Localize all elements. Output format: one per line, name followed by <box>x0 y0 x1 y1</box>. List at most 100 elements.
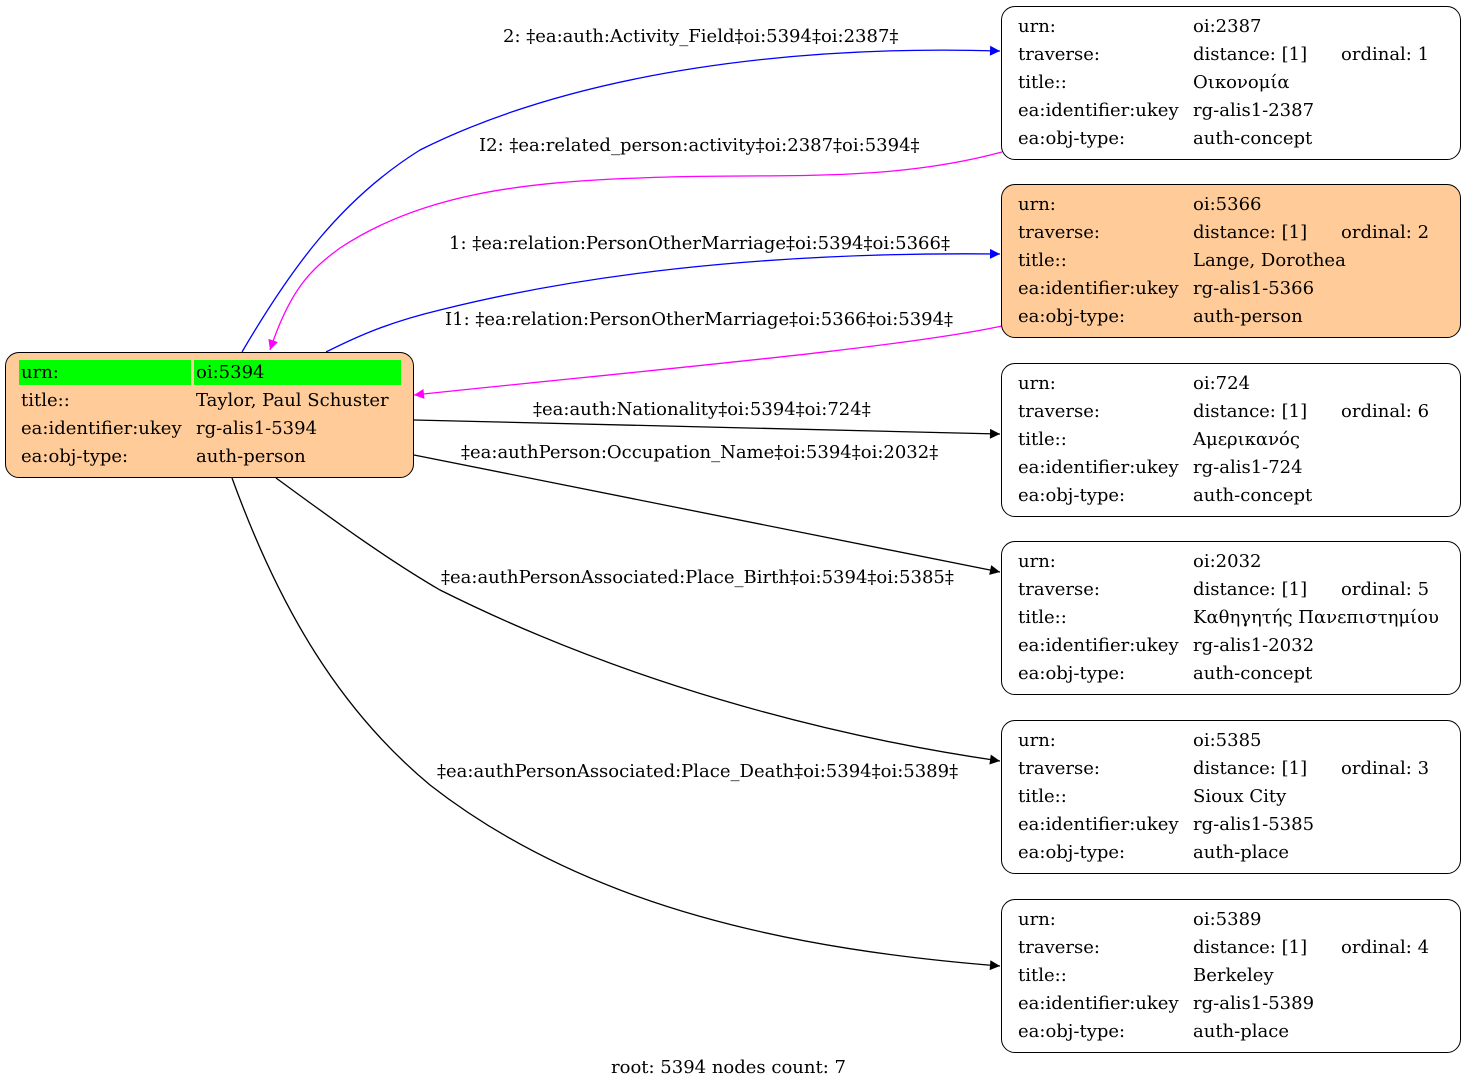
node-key-title: title:: <box>1018 786 1067 807</box>
node-value-distance: distance: [1] <box>1193 579 1308 600</box>
node-oi-5389[interactable]: urn: oi:5389 traverse: distance: [1] ordinal… <box>1001 899 1461 1053</box>
node-key-obj-type: ea:obj-type: <box>1018 842 1126 863</box>
node-value-urn: oi:5366 <box>1193 194 1262 215</box>
node-value-obj-type: auth-concept <box>1193 485 1313 506</box>
node-value-ordinal: ordinal: 3 <box>1341 758 1430 779</box>
root-obj-type-key: ea:obj-type: <box>21 446 129 467</box>
node-key-urn: urn: <box>1018 16 1056 37</box>
edge-activity-field <box>241 45 1001 353</box>
node-value-title: Καθηγητής Πανεπιστημίου <box>1193 607 1439 628</box>
edge-person-other-marriage-inverse <box>413 325 1003 399</box>
node-key-obj-type: ea:obj-type: <box>1018 128 1126 149</box>
node-value-obj-type: auth-place <box>1193 842 1289 863</box>
root-title-key: title:: <box>21 390 70 411</box>
edge-label-occupation-name: ‡ea:authPerson:Occupation_Name‡oi:5394‡o… <box>461 442 939 463</box>
node-value-distance: distance: [1] <box>1193 937 1308 958</box>
root-ukey-key: ea:identifier:ukey <box>21 418 182 439</box>
edge-place-birth <box>275 477 1001 765</box>
node-value-distance: distance: [1] <box>1193 401 1308 422</box>
node-key-urn: urn: <box>1018 373 1056 394</box>
node-value-title: Αμερικανός <box>1193 429 1300 450</box>
node-value-ordinal: ordinal: 2 <box>1341 222 1430 243</box>
edge-related-person-activity <box>268 151 1003 351</box>
node-value-urn: oi:5389 <box>1193 909 1262 930</box>
node-key-urn: urn: <box>1018 194 1056 215</box>
edge-label-person-other-marriage-inverse: I1: ‡ea:relation:PersonOtherMarriage‡oi:… <box>445 309 954 330</box>
root-urn-key: urn: <box>21 362 59 383</box>
node-value-ukey: rg-alis1-5366 <box>1193 278 1315 299</box>
root-urn-value-highlight <box>194 360 401 385</box>
node-value-obj-type: auth-place <box>1193 1021 1289 1042</box>
node-value-urn: oi:2387 <box>1193 16 1262 37</box>
node-key-urn: urn: <box>1018 551 1056 572</box>
node-oi-2387[interactable]: urn: oi:2387 traverse: distance: [1] ordinal… <box>1001 6 1461 160</box>
node-key-ukey: ea:identifier:ukey <box>1018 457 1179 478</box>
node-value-urn: oi:724 <box>1193 373 1251 394</box>
node-key-urn: urn: <box>1018 730 1056 751</box>
node-key-traverse: traverse: <box>1018 401 1100 422</box>
node-key-title: title:: <box>1018 72 1067 93</box>
node-key-ukey: ea:identifier:ukey <box>1018 100 1179 121</box>
root-title-value: Taylor, Paul Schuster <box>196 390 389 411</box>
node-value-ordinal: ordinal: 5 <box>1341 579 1430 600</box>
node-key-title: title:: <box>1018 965 1067 986</box>
node-value-urn: oi:2032 <box>1193 551 1262 572</box>
node-value-distance: distance: [1] <box>1193 44 1308 65</box>
node-value-distance: distance: [1] <box>1193 222 1308 243</box>
node-value-ukey: rg-alis1-5385 <box>1193 814 1315 835</box>
edge-label-person-other-marriage: 1: ‡ea:relation:PersonOtherMarriage‡oi:5… <box>449 233 950 254</box>
node-value-obj-type: auth-concept <box>1193 663 1313 684</box>
edge-person-other-marriage <box>325 248 1001 353</box>
node-value-distance: distance: [1] <box>1193 758 1308 779</box>
node-key-traverse: traverse: <box>1018 579 1100 600</box>
edge-place-death <box>231 477 1001 971</box>
node-value-obj-type: auth-concept <box>1193 128 1313 149</box>
node-value-ukey: rg-alis1-724 <box>1193 457 1303 478</box>
node-value-title: Οικονομία <box>1193 72 1290 93</box>
node-oi-724[interactable]: urn: oi:724 traverse: distance: [1] ordinal:… <box>1001 363 1461 517</box>
node-oi-2032[interactable]: urn: oi:2032 traverse: distance: [1] ordinal… <box>1001 541 1461 695</box>
root-urn-value: oi:5394 <box>196 362 265 383</box>
node-value-ukey: rg-alis1-2032 <box>1193 635 1315 656</box>
node-key-obj-type: ea:obj-type: <box>1018 306 1126 327</box>
node-value-obj-type: auth-person <box>1193 306 1303 327</box>
node-key-obj-type: ea:obj-type: <box>1018 663 1126 684</box>
edge-occupation-name <box>413 454 1001 575</box>
edge-nationality <box>413 419 1001 439</box>
node-value-title: Berkeley <box>1193 965 1274 986</box>
root-obj-type-value: auth-person <box>196 446 306 467</box>
node-key-traverse: traverse: <box>1018 937 1100 958</box>
node-key-obj-type: ea:obj-type: <box>1018 485 1126 506</box>
root-urn-key-highlight <box>19 360 191 385</box>
node-key-ukey: ea:identifier:ukey <box>1018 814 1179 835</box>
node-value-ordinal: ordinal: 6 <box>1341 401 1430 422</box>
node-key-urn: urn: <box>1018 909 1056 930</box>
edge-label-activity-field: 2: ‡ea:auth:Activity_Field‡oi:5394‡oi:23… <box>503 26 899 47</box>
edge-label-place-birth: ‡ea:authPersonAssociated:Place_Birth‡oi:… <box>441 567 954 588</box>
node-key-ukey: ea:identifier:ukey <box>1018 278 1179 299</box>
node-value-ordinal: ordinal: 4 <box>1341 937 1430 958</box>
node-value-title: Lange, Dorothea <box>1193 250 1346 271</box>
node-key-title: title:: <box>1018 250 1067 271</box>
node-value-title: Sioux City <box>1193 786 1287 807</box>
node-key-traverse: traverse: <box>1018 222 1100 243</box>
node-value-ukey: rg-alis1-2387 <box>1193 100 1315 121</box>
node-key-ukey: ea:identifier:ukey <box>1018 993 1179 1014</box>
root-ukey-value: rg-alis1-5394 <box>196 418 318 439</box>
footer-summary: root: 5394 nodes count: 7 <box>611 1057 846 1078</box>
edge-label-related-person-activity: I2: ‡ea:related_person:activity‡oi:2387‡… <box>479 135 920 156</box>
node-value-ukey: rg-alis1-5389 <box>1193 993 1315 1014</box>
node-key-traverse: traverse: <box>1018 758 1100 779</box>
edge-label-place-death: ‡ea:authPersonAssociated:Place_Death‡oi:… <box>437 761 959 782</box>
node-value-ordinal: ordinal: 1 <box>1341 44 1430 65</box>
node-key-ukey: ea:identifier:ukey <box>1018 635 1179 656</box>
node-key-title: title:: <box>1018 607 1067 628</box>
edge-label-nationality: ‡ea:auth:Nationality‡oi:5394‡oi:724‡ <box>533 399 871 420</box>
node-oi-5366[interactable]: urn: oi:5366 traverse: distance: [1] ordinal… <box>1001 184 1461 338</box>
node-key-obj-type: ea:obj-type: <box>1018 1021 1126 1042</box>
node-key-title: title:: <box>1018 429 1067 450</box>
node-key-traverse: traverse: <box>1018 44 1100 65</box>
root-node[interactable]: urn: oi:5394 title:: Taylor, Paul Schust… <box>5 352 414 478</box>
